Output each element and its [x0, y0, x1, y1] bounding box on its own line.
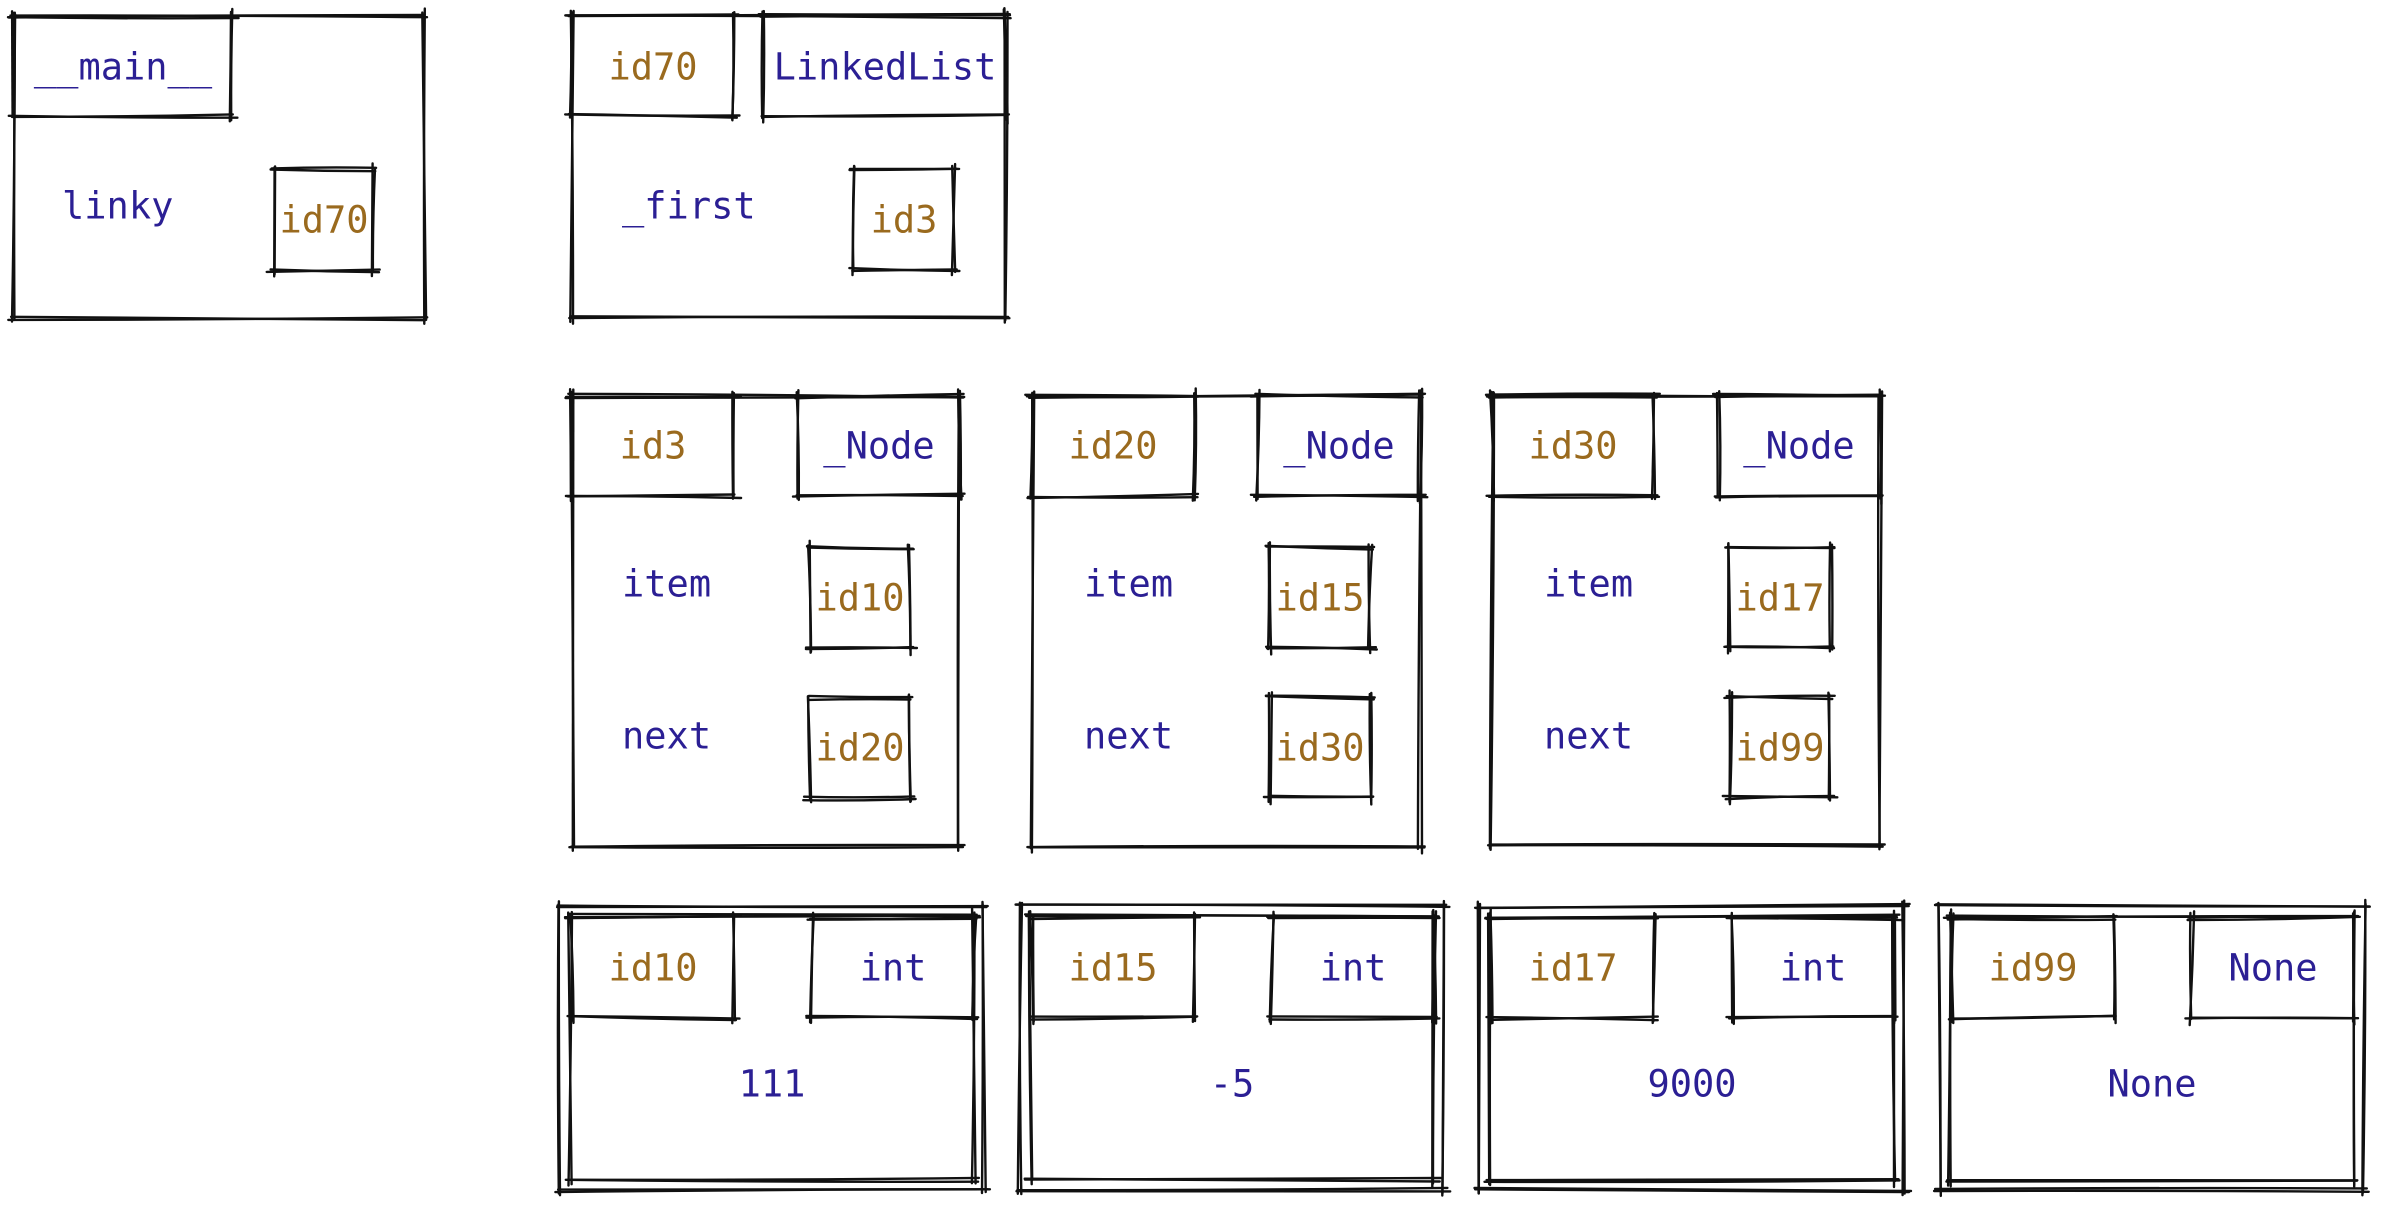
- object-type: int: [1779, 946, 1847, 990]
- attr-name: item: [1544, 562, 1634, 606]
- main-frame: __main__ linky id70: [6, 7, 429, 325]
- value-object: id17 int 9000: [1473, 899, 1913, 1197]
- object-type: int: [1319, 946, 1387, 990]
- frame-name: __main__: [33, 45, 213, 89]
- attr-ref: id20: [815, 726, 905, 770]
- object-value: 111: [738, 1062, 806, 1106]
- object-type-box: _Node: [1711, 388, 1884, 506]
- attr-ref: id99: [1735, 726, 1825, 770]
- node-object: id3 _Node item id10 next id20: [564, 388, 966, 852]
- value-object: id10 int 111: [554, 900, 992, 1197]
- attr-ref-box: id20: [802, 693, 917, 804]
- attr-ref-box: id99: [1721, 689, 1839, 806]
- value-object: id15 int -5: [1014, 899, 1452, 1197]
- object-type: None: [2228, 946, 2318, 990]
- object-type-box: None: [2184, 910, 2361, 1027]
- attr-name: item: [1084, 562, 1174, 606]
- value-object: id99 None None: [1932, 898, 2371, 1198]
- attr-ref-box: id3: [848, 162, 961, 277]
- object-type: _Node: [1283, 424, 1395, 468]
- linked-list-object: id70 LinkedList _first id3: [564, 6, 1012, 325]
- node-object: id20 _Node item id15 next id30: [1024, 387, 1429, 855]
- object-type-box: LinkedList: [757, 6, 1012, 125]
- attr-ref-box: id30: [1262, 691, 1376, 806]
- object-id: id3: [619, 424, 687, 468]
- node-object: id30 _Node item id17 next id99: [1484, 388, 1887, 851]
- attr-ref: id3: [870, 198, 938, 242]
- object-id-box: id70: [564, 11, 741, 122]
- object-value: -5: [1209, 1062, 1255, 1106]
- object-id-box: id99: [1946, 911, 2118, 1025]
- object-id-box: id17: [1484, 911, 1660, 1025]
- object-value: 9000: [1647, 1062, 1737, 1106]
- object-type-box: int: [1266, 908, 1441, 1026]
- object-type-box: int: [1725, 911, 1903, 1026]
- object-type-box: int: [805, 911, 982, 1025]
- object-id: id30: [1528, 424, 1618, 468]
- object-id: id17: [1528, 946, 1618, 990]
- attr-name: next: [1084, 714, 1174, 758]
- attr-ref-box: id15: [1264, 541, 1378, 656]
- object-id: id10: [608, 946, 698, 990]
- attr-ref-box: id10: [804, 539, 919, 657]
- object-type-box: _Node: [791, 388, 966, 502]
- frame-var-name: linky: [62, 184, 174, 228]
- attr-ref: id10: [815, 576, 905, 620]
- attr-ref: id17: [1735, 576, 1825, 620]
- object-type: _Node: [1743, 424, 1855, 468]
- frame-name-box: __main__: [6, 7, 240, 123]
- object-id-box: id3: [564, 388, 743, 504]
- object-type-box: _Node: [1249, 387, 1429, 505]
- object-id: id15: [1068, 946, 1158, 990]
- object-type: _Node: [823, 424, 935, 468]
- attr-name: item: [622, 562, 712, 606]
- object-id-box: id10: [564, 910, 743, 1025]
- attr-name: next: [622, 714, 712, 758]
- object-type: int: [859, 946, 927, 990]
- object-value: None: [2107, 1062, 2197, 1106]
- attr-name: _first: [622, 184, 756, 228]
- attr-ref-box: id17: [1723, 541, 1836, 655]
- attr-ref: id15: [1275, 576, 1365, 620]
- frame-var-ref: id70: [279, 198, 369, 242]
- attr-name: next: [1544, 714, 1634, 758]
- attr-ref: id30: [1275, 726, 1365, 770]
- frame-var-ref-box: id70: [265, 162, 381, 278]
- object-id-box: id15: [1027, 910, 1202, 1026]
- object-id-box: id20: [1024, 387, 1200, 502]
- object-id: id70: [608, 45, 698, 89]
- object-id: id20: [1068, 424, 1158, 468]
- object-type: LinkedList: [773, 45, 997, 89]
- object-id-box: id30: [1484, 389, 1661, 503]
- object-id: id99: [1988, 946, 2078, 990]
